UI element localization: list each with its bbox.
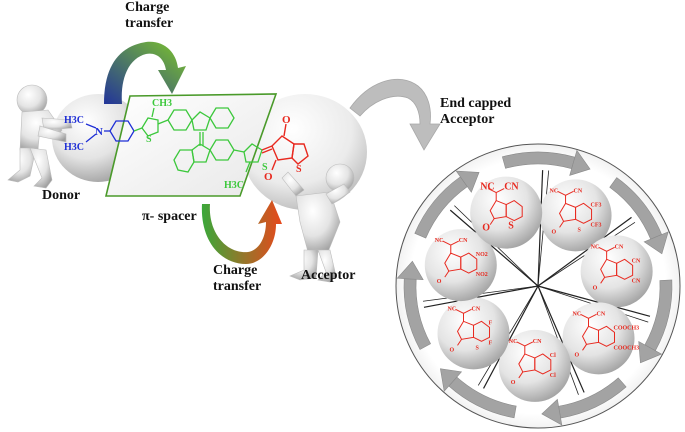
end-cap-structure [442, 240, 478, 278]
ring-arrow-head [439, 368, 463, 392]
end-cap-sphere: NC CN O CN CN [580, 235, 653, 308]
acceptor-figure [281, 163, 355, 283]
end-cap-cn: CN [597, 311, 606, 317]
end-cap-substituent-1: NO2 [476, 252, 488, 258]
end-cap-structure [557, 190, 593, 228]
ring-arrow-head [638, 340, 663, 364]
ring-arrow-head [455, 170, 480, 193]
end-capped-line1: End capped [440, 96, 512, 111]
end-cap-cn: CN [574, 188, 583, 194]
charge-transfer-top-label: Charge transfer [125, 0, 173, 32]
ring-spoke [537, 285, 585, 393]
charge-transfer-top-line2: transfer [125, 16, 174, 31]
acceptor-structure [261, 123, 309, 171]
end-cap-substituent-2: CN [632, 278, 641, 284]
end-cap-substituent-2: COOCH3 [614, 345, 640, 351]
ring-arrows [396, 149, 673, 426]
spacer-s-right: S [262, 162, 268, 173]
end-cap-o: O [593, 285, 598, 291]
end-cap-structure [580, 313, 616, 351]
charge-transfer-arrow-top [104, 41, 186, 104]
acceptor-label: Acceptor [301, 268, 356, 283]
end-cap-o: O [437, 279, 442, 285]
end-cap-substituent-2: F [489, 340, 493, 346]
ring-spoke [449, 209, 539, 287]
end-cap-substituent-2: NO2 [476, 272, 488, 278]
end-cap-cn: CN [472, 306, 481, 312]
ring-arrow-head [643, 231, 669, 255]
end-cap-connector-arrow [349, 78, 441, 151]
end-cap-cn: CN [615, 244, 624, 250]
end-capped-acceptor-label: End capped Acceptor [440, 96, 511, 128]
end-cap-nc: NC [480, 182, 494, 193]
end-cap-substituent-1: COOCH3 [614, 325, 640, 331]
end-cap-s: S [508, 221, 514, 232]
acceptor-o-bottom: O [264, 171, 273, 183]
end-cap-cn: CN [504, 182, 519, 193]
end-cap-substituent-2: Cl [550, 373, 556, 379]
end-capped-line2: Acceptor [440, 112, 495, 127]
end-cap-substituent-2: CF3 [591, 222, 602, 228]
acceptor-s: S [296, 164, 302, 175]
end-cap-o: O [552, 229, 557, 235]
end-cap-nc: NC [435, 238, 444, 244]
end-cap-nc: NC [448, 306, 457, 312]
end-cap-cn: CN [459, 238, 468, 244]
end-cap-s: S [476, 345, 480, 351]
ring-spoke [537, 170, 544, 287]
end-cap-structure [487, 188, 523, 225]
end-cap-structure [516, 341, 552, 379]
end-cap-o: O [450, 347, 455, 353]
end-cap-o: O [482, 223, 490, 234]
end-cap-nc: NC [550, 188, 559, 194]
ring-spoke [423, 285, 539, 308]
end-cap-nc: NC [509, 339, 518, 345]
donor-h3c-top: H3C [64, 115, 84, 126]
end-cap-cn: CN [533, 339, 542, 345]
end-cap-o: O [511, 380, 516, 386]
acceptor-o-top: O [282, 114, 291, 126]
end-cap-sphere: NC CN O S [470, 176, 543, 249]
spacer-s-left: S [146, 134, 152, 145]
charge-transfer-bottom-line2: transfer [213, 279, 262, 294]
charge-transfer-arrow-bottom [201, 200, 282, 264]
end-cap-s: S [578, 227, 582, 233]
ring-arrow-head [396, 260, 424, 281]
end-cap-sphere: NC CN O S F F [437, 297, 510, 370]
end-cap-substituent-1: F [489, 320, 493, 326]
charge-transfer-bottom-line1: Charge [213, 263, 258, 278]
spacer-h3c: H3C [224, 180, 244, 191]
ring-spoke [483, 285, 539, 389]
end-cap-structure [598, 246, 634, 284]
end-cap-substituent-1: CF3 [591, 202, 602, 208]
ring-spoke [537, 216, 632, 287]
end-cap-nc: NC [591, 244, 600, 250]
spacer-ch3: CH3 [152, 98, 172, 109]
end-cap-substituent-1: CN [632, 258, 641, 264]
ring-spoke [537, 285, 651, 317]
charge-transfer-top-line1: Charge [125, 0, 170, 15]
pi-spacer-label: π- spacer [142, 209, 197, 224]
donor-h3c-bottom: H3C [64, 142, 84, 153]
donor-label: Donor [42, 188, 81, 203]
end-cap-nc: NC [573, 311, 582, 317]
charge-transfer-bottom-label: Charge transfer [213, 263, 261, 295]
donor-figure [7, 84, 73, 189]
donor-n: N [95, 126, 103, 138]
end-cap-structure [455, 308, 491, 346]
spacer-structure [133, 107, 263, 173]
ring-arrow-head [569, 149, 591, 176]
ring-arrow-head [541, 398, 563, 426]
end-cap-substituent-1: Cl [550, 353, 556, 359]
end-cap-o: O [575, 352, 580, 358]
